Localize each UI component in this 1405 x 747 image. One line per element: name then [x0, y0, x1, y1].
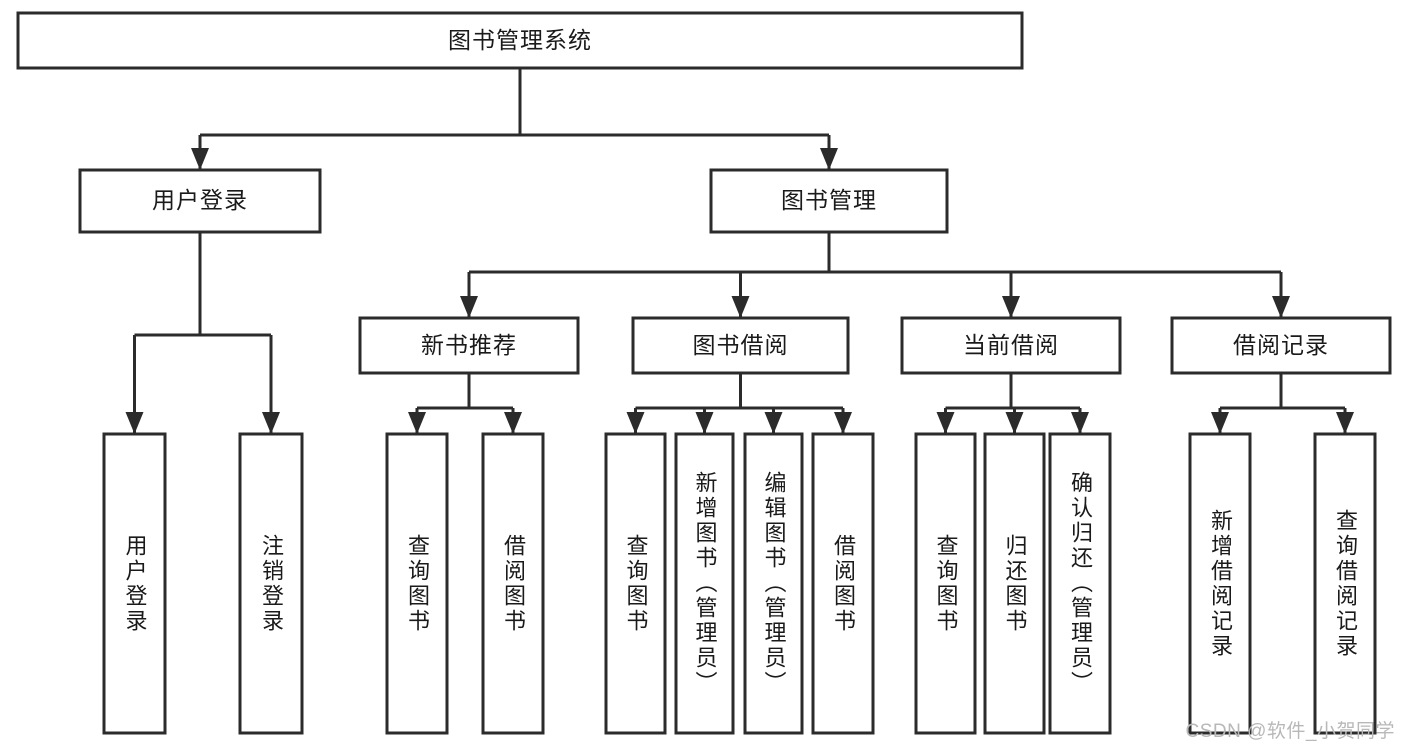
arrow-head-icon-borrow-book-2 [834, 412, 852, 434]
watermark-text: CSDN @软件_小贺同学 [1185, 721, 1395, 742]
arrow-head-icon-borrow-book-1 [504, 412, 522, 434]
arrow-head-icon-query-book-3 [936, 412, 955, 434]
arrow-head-icon-borrow-record [1272, 296, 1290, 318]
node-box-user-login-do[interactable] [102, 432, 167, 735]
node-box-root[interactable] [16, 11, 1024, 70]
arrow-head-icon-user-login-do [125, 412, 144, 434]
node-box-return-book[interactable] [983, 432, 1046, 735]
node-box-book-manage[interactable] [709, 168, 949, 234]
arrow-head-icon-add-book [695, 412, 714, 434]
node-box-add-borrow-record[interactable] [1188, 432, 1252, 735]
node-box-user-logout[interactable] [238, 432, 304, 735]
arrow-head-icon-current-borrow [1002, 296, 1020, 318]
arrow-head-icon-edit-book [764, 412, 783, 434]
arrow-head-icon-return-book [1005, 412, 1024, 434]
node-box-query-book-1[interactable] [385, 432, 449, 735]
arrow-head-icon-book-manage [820, 148, 838, 170]
node-box-query-book-3[interactable] [914, 432, 977, 735]
node-box-query-book-2[interactable] [604, 432, 667, 735]
node-box-current-borrow[interactable] [900, 316, 1122, 375]
node-box-query-borrow-record[interactable] [1313, 432, 1377, 735]
arrow-head-icon-query-book-2 [626, 412, 645, 434]
node-box-book-borrow[interactable] [631, 316, 850, 375]
arrow-head-icon-book-borrow [731, 296, 750, 318]
arrow-head-icon-confirm-return [1071, 412, 1089, 434]
arrow-head-icon-user-logout [262, 412, 280, 434]
arrow-head-icon-new-book-rec [460, 296, 478, 318]
node-box-confirm-return[interactable] [1048, 432, 1112, 735]
node-box-edit-book[interactable] [743, 432, 804, 735]
node-box-borrow-book-1[interactable] [481, 432, 545, 735]
node-box-add-book[interactable] [674, 432, 735, 735]
node-box-user-login[interactable] [78, 168, 322, 234]
arrow-head-icon-add-borrow-record [1211, 412, 1229, 434]
arrow-head-icon-user-login [191, 148, 209, 170]
node-box-borrow-record[interactable] [1170, 316, 1392, 375]
arrow-head-icon-query-borrow-record [1336, 412, 1354, 434]
node-box-borrow-book-2[interactable] [811, 432, 875, 735]
arrow-head-icon-query-book-1 [408, 412, 426, 434]
node-box-new-book-rec[interactable] [358, 316, 580, 375]
